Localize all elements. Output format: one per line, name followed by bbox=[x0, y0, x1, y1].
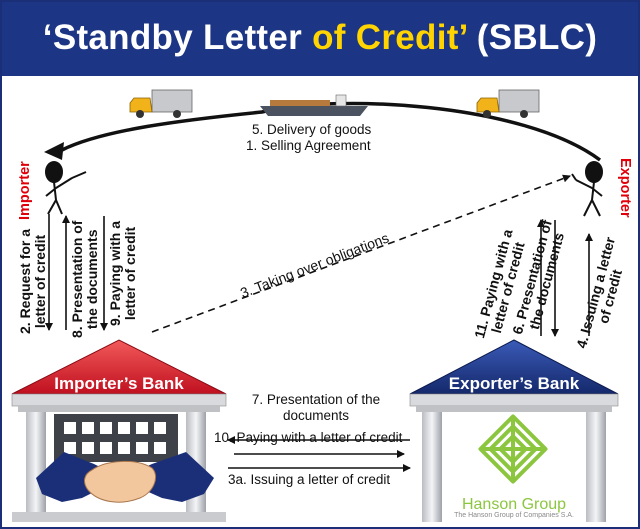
exporter-label: Exporter bbox=[617, 158, 633, 218]
label-issuing-bottom: 3a. Issuing a letter of credit bbox=[228, 472, 391, 487]
logo-tagline: The Hanson Group of Companies S.A. bbox=[454, 512, 574, 519]
title-part-2: of Credit’ bbox=[312, 18, 467, 57]
label-paying-left: 9. Paying with a letter of credit bbox=[107, 220, 138, 326]
importer-label: Importer bbox=[17, 161, 33, 220]
arrow-taking-over-obligations bbox=[151, 174, 571, 333]
label-presentation-left-line-2: the documents bbox=[84, 229, 100, 330]
label-presentation-docs-left: 8. Presentation of the documents bbox=[69, 220, 100, 338]
title-part-3: (SBLC) bbox=[466, 18, 598, 57]
label-presentation-left-line-1: 8. Presentation of bbox=[69, 220, 85, 338]
truck-left-icon bbox=[129, 89, 193, 118]
handshake-icon bbox=[36, 452, 214, 503]
label-paying-bottom: 10. Paying with a letter of credit bbox=[214, 430, 403, 445]
hanson-logo-mark bbox=[478, 414, 548, 484]
importer-bank-label: Importer’s Bank bbox=[54, 374, 184, 393]
label-paying-left-line-1: 9. Paying with a bbox=[107, 220, 123, 326]
title-bar: ‘Standby Letter of Credit’ (SBLC) bbox=[2, 2, 638, 76]
ship-icon bbox=[260, 94, 368, 116]
label-presentation-docs-bottom: 7. Presentation of the documents bbox=[246, 392, 386, 424]
page-title: ‘Standby Letter of Credit’ (SBLC) bbox=[2, 18, 638, 58]
label-presentation-bottom-line-2: documents bbox=[282, 408, 350, 423]
arc-arrow-head bbox=[44, 142, 64, 160]
label-paying-left-line-2: letter of credit bbox=[122, 226, 138, 321]
truck-right-icon bbox=[476, 89, 540, 118]
exporter-figure-icon bbox=[571, 161, 603, 217]
title-part-1: ‘Standby Letter bbox=[42, 18, 313, 57]
label-delivery-of-goods: 5. Delivery of goods bbox=[252, 122, 372, 137]
label-selling-agreement: 1. Selling Agreement bbox=[246, 138, 371, 153]
logo-name: Hanson Group bbox=[461, 496, 567, 513]
label-request-line-1: 2. Request for a bbox=[17, 228, 33, 334]
label-request-loc: 2. Request for a letter of credit bbox=[17, 228, 48, 334]
label-presentation-bottom-line-1: 7. Presentation of the bbox=[251, 392, 381, 407]
exporter-bank-label: Exporter’s Bank bbox=[448, 374, 580, 393]
label-request-line-2: letter of credit bbox=[32, 234, 48, 329]
importer-figure-icon bbox=[45, 161, 87, 215]
